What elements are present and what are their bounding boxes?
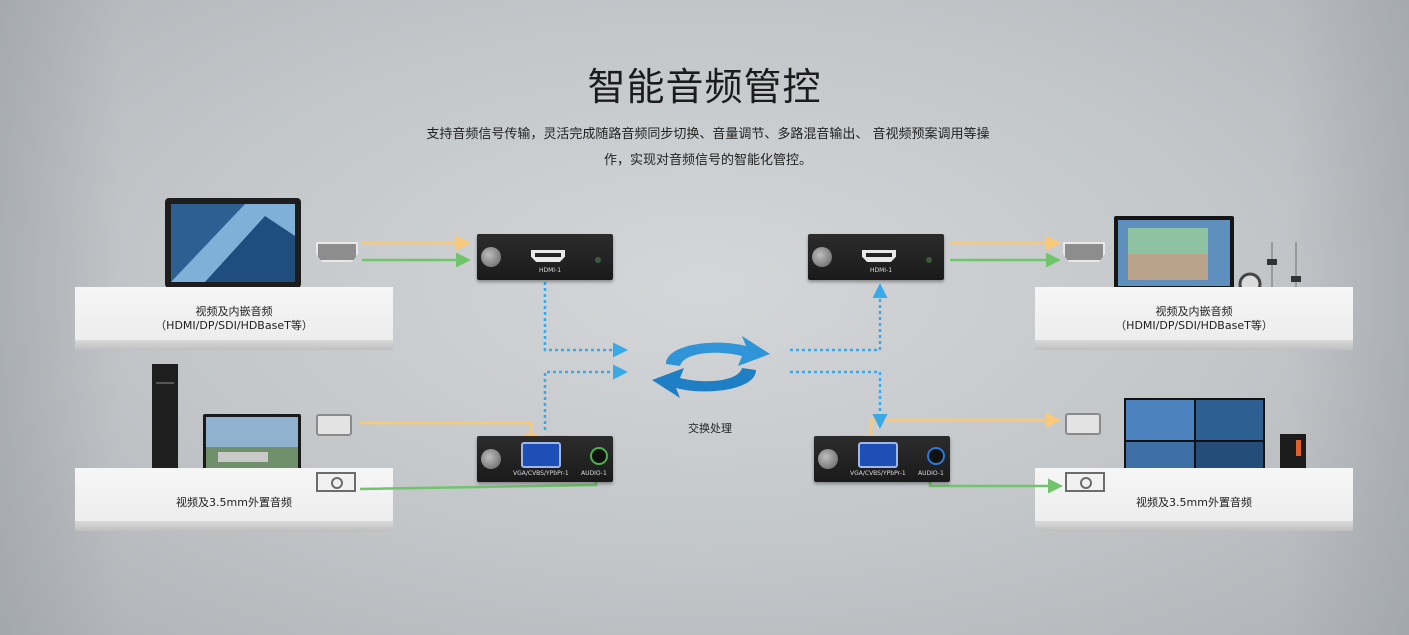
subtitle-line-1: 支持音频信号传输，灵活完成随路音频同步切换、音量调节、多路混音输出、 音视频预案…	[426, 127, 990, 142]
shelf-right-top	[1035, 287, 1353, 347]
hdmi-out-icon	[1063, 242, 1105, 262]
shelf-right-top-edge	[1035, 340, 1353, 350]
vga-output-port-label: VGA/CVBS/YPbPr-1	[850, 470, 906, 477]
vga-input-audio-label: AUDIO-1	[581, 470, 607, 477]
vga-output-audio-label: AUDIO-1	[918, 470, 944, 477]
shelf-right-top-label: 视频及内嵌音频 （HDMI/DP/SDI/HDBaseT等）	[1035, 305, 1353, 333]
hdmi-input-port-label: HDMI-1	[539, 267, 562, 274]
status-led	[926, 257, 932, 263]
shelf-right-top-line1: 视频及内嵌音频	[1155, 305, 1233, 318]
shelf-left-bottom-label: 视频及3.5mm外置音频	[176, 496, 292, 509]
vga-port	[521, 442, 561, 468]
hdmi-port	[862, 250, 896, 262]
audio-in-icon	[316, 472, 356, 492]
exchange-cycle-icon	[652, 336, 770, 398]
shelf-left-bottom-edge	[75, 521, 393, 531]
audio-jack-green	[590, 447, 608, 465]
shelf-right-bottom-edge	[1035, 521, 1353, 531]
vga-input-module: VGA/CVBS/YPbPr-1 AUDIO-1	[477, 436, 613, 482]
hdmi-port	[531, 250, 565, 262]
audio-out-icon	[1065, 472, 1105, 492]
module-screw	[818, 449, 838, 469]
module-screw	[481, 247, 501, 267]
hdmi-in-icon	[316, 242, 358, 262]
subtitle-line-2: 作，实现对音频信号的智能化管控。	[603, 153, 812, 168]
shelf-left-top	[75, 287, 393, 347]
laptop-illustration	[153, 198, 317, 295]
shelf-left-top-label: 视频及内嵌音频 （HDMI/DP/SDI/HDBaseT等）	[75, 305, 393, 333]
shelf-right-top-line2: （HDMI/DP/SDI/HDBaseT等）	[1115, 319, 1273, 332]
shelf-right-bottom-label: 视频及3.5mm外置音频	[1136, 496, 1252, 509]
shelf-left-top-edge	[75, 340, 393, 350]
hdmi-output-port-label: HDMI-1	[870, 267, 893, 274]
hdmi-output-module: HDMI-1	[808, 234, 944, 280]
page-subtitle: 支持音频信号传输，灵活完成随路音频同步切换、音量调节、多路混音输出、 音视频预案…	[393, 122, 1023, 174]
vga-input-port-label: VGA/CVBS/YPbPr-1	[513, 470, 569, 477]
vga-port	[858, 442, 898, 468]
vga-output-module: VGA/CVBS/YPbPr-1 AUDIO-1	[814, 436, 950, 482]
module-screw	[481, 449, 501, 469]
hdmi-input-module: HDMI-1	[477, 234, 613, 280]
status-led	[595, 257, 601, 263]
shelf-left-top-line1: 视频及内嵌音频	[195, 305, 273, 318]
page-title: 智能音频管控	[587, 65, 822, 109]
vga-out-icon	[1065, 413, 1101, 435]
vga-in-icon	[316, 414, 352, 436]
module-screw	[812, 247, 832, 267]
tv-speaker-mixer-illustration	[1114, 216, 1301, 303]
exchange-label: 交换处理	[688, 422, 732, 435]
shelf-left-top-line2: （HDMI/DP/SDI/HDBaseT等）	[155, 319, 313, 332]
audio-jack-blue	[927, 447, 945, 465]
